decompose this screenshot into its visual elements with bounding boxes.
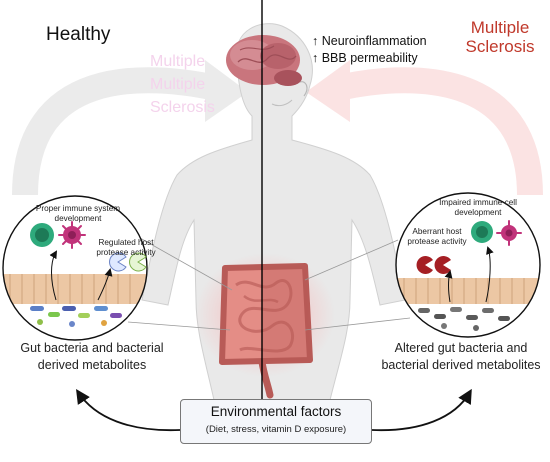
ms-brain-effects: ↑ Neuroinflammation ↑ BBB permeability [312, 33, 427, 67]
env-arrow-right [371, 388, 472, 432]
ms-cycle-arrow [306, 60, 543, 196]
brain [226, 35, 302, 86]
environmental-factors-box: Environmental factors (Diet, stress, vit… [180, 399, 372, 444]
healthy-title: Healthy [46, 24, 111, 45]
effect-neuroinflammation: ↑ Neuroinflammation [312, 34, 427, 48]
ms-caption: Altered gut bacteria and bacterial deriv… [381, 341, 541, 372]
ms-protease-label: Aberrant host protease activity [407, 227, 467, 246]
healthy-caption: Gut bacteria and bacterial derived metab… [20, 341, 164, 372]
env-title: Environmental factors [210, 404, 342, 419]
ms-title: Multiple Sclerosis [465, 18, 535, 56]
healthy-cycle-arrow [12, 60, 248, 196]
effect-bbb-permeability: ↑ BBB permeability [312, 51, 418, 65]
gut-ms-tint [262, 266, 310, 362]
healthy-immune-label: Proper immune system development [35, 204, 121, 223]
aberrant-protease-icons [416, 256, 451, 274]
healthy-protease-label: Regulated host protease activity [96, 238, 156, 257]
dendritic-cell-healthy [58, 221, 86, 249]
mouth-line [271, 99, 293, 107]
ms-gut-bubble [395, 192, 541, 338]
env-arrow-left [76, 388, 181, 432]
dendritic-cell-ms [496, 220, 522, 246]
healthy-protease-icons [109, 252, 147, 272]
healthy-gut-bubble [2, 195, 148, 341]
faded-title-overlay: Multiple Multiple Sclerosis [150, 53, 215, 116]
env-subtitle: (Diet, stress, vitamin D exposure) [205, 424, 347, 435]
ear-outline [299, 81, 308, 97]
ms-immune-label: Impaired immune cell development [439, 198, 517, 217]
zoom-lines [127, 237, 411, 331]
